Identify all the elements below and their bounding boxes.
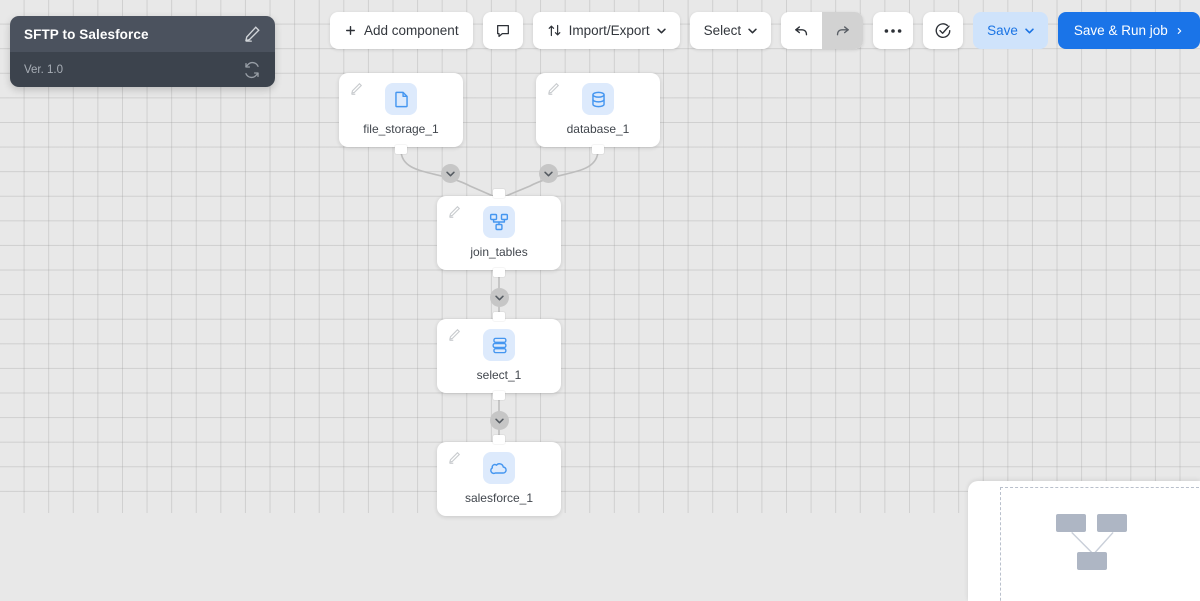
check-circle-icon: [934, 22, 952, 40]
file-document-icon: [385, 83, 417, 115]
redo-button[interactable]: [822, 12, 863, 49]
output-port[interactable]: [395, 145, 407, 154]
minimap-viewport[interactable]: [1000, 487, 1200, 601]
node-join-tables[interactable]: join_tables: [437, 196, 561, 270]
job-title-card[interactable]: SFTP to Salesforce Ver. 1.0: [10, 16, 275, 87]
edge-menu-select-salesforce[interactable]: [490, 411, 509, 430]
editor-toolbar: Add component Import/Export Select: [330, 12, 1200, 49]
node-label: salesforce_1: [437, 491, 561, 505]
cloud-icon: [483, 452, 515, 484]
node-file-storage-1[interactable]: file_storage_1: [339, 73, 463, 147]
node-database-1[interactable]: database_1: [536, 73, 660, 147]
output-port[interactable]: [592, 145, 604, 154]
minimap-edges: [1001, 488, 1200, 601]
node-select-1[interactable]: select_1: [437, 319, 561, 393]
plus-icon: [344, 24, 357, 37]
arrows-up-down-icon: [547, 23, 562, 38]
select-rows-icon: [483, 329, 515, 361]
node-label: join_tables: [437, 245, 561, 259]
input-port[interactable]: [493, 189, 505, 198]
output-port[interactable]: [493, 391, 505, 400]
job-title-row: SFTP to Salesforce: [10, 16, 275, 52]
job-version-label: Ver. 1.0: [24, 64, 243, 76]
database-icon: [582, 83, 614, 115]
minimap[interactable]: [968, 481, 1200, 601]
chevron-right-icon: [1175, 28, 1184, 34]
pencil-icon[interactable]: [243, 25, 261, 43]
add-component-button[interactable]: Add component: [330, 12, 473, 49]
chevron-down-icon: [748, 28, 757, 34]
comment-button[interactable]: [483, 12, 523, 49]
edge-menu-join-select[interactable]: [490, 288, 509, 307]
chevron-down-icon: [1025, 28, 1034, 34]
undo-arrow-icon: [793, 22, 810, 39]
minimap-node: [1097, 514, 1127, 532]
undo-redo-group: [781, 12, 863, 49]
node-label: database_1: [536, 122, 660, 136]
edge-menu-database-join[interactable]: [539, 164, 558, 183]
pencil-icon[interactable]: [447, 451, 461, 465]
pencil-icon[interactable]: [447, 328, 461, 342]
ellipsis-icon: [884, 28, 902, 34]
more-options-button[interactable]: [873, 12, 913, 49]
job-version-row: Ver. 1.0: [10, 52, 275, 87]
pencil-icon[interactable]: [546, 82, 560, 96]
pencil-icon[interactable]: [447, 205, 461, 219]
minimap-node: [1077, 552, 1107, 570]
import-export-label: Import/Export: [569, 23, 650, 38]
redo-arrow-icon: [834, 22, 851, 39]
input-port[interactable]: [493, 435, 505, 444]
input-port[interactable]: [493, 312, 505, 321]
node-salesforce-1[interactable]: salesforce_1: [437, 442, 561, 516]
undo-button[interactable]: [781, 12, 822, 49]
add-component-label: Add component: [364, 23, 459, 38]
chevron-down-icon: [657, 28, 666, 34]
select-label: Select: [704, 23, 742, 38]
join-tables-icon: [483, 206, 515, 238]
refresh-history-icon[interactable]: [243, 61, 261, 79]
node-label: file_storage_1: [339, 122, 463, 136]
edge-menu-file-storage-join[interactable]: [441, 164, 460, 183]
minimap-node: [1056, 514, 1086, 532]
save-run-label: Save & Run job: [1074, 23, 1168, 38]
save-button[interactable]: Save: [973, 12, 1048, 49]
page-title: SFTP to Salesforce: [24, 27, 243, 42]
comment-icon: [495, 23, 511, 39]
import-export-button[interactable]: Import/Export: [533, 12, 680, 49]
save-and-run-job-button[interactable]: Save & Run job: [1058, 12, 1200, 49]
output-port[interactable]: [493, 268, 505, 277]
save-label: Save: [987, 23, 1018, 38]
select-dropdown-button[interactable]: Select: [690, 12, 772, 49]
node-label: select_1: [437, 368, 561, 382]
validate-button[interactable]: [923, 12, 963, 49]
pencil-icon[interactable]: [349, 82, 363, 96]
